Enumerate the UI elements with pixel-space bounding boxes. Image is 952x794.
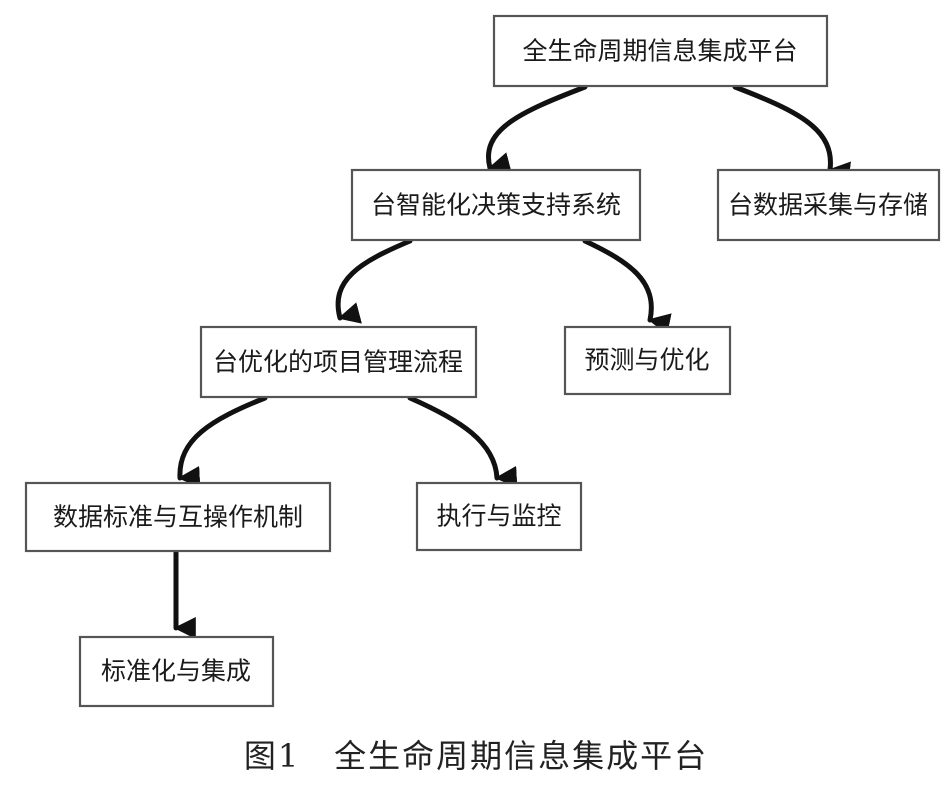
- node-data-standard: 数据标准与互操作机制: [24, 481, 332, 553]
- node-execution: 执行与监控: [415, 481, 583, 552]
- edge-project-management-to-data-standard: [177, 395, 268, 488]
- edge-root-to-decision-support: [486, 84, 588, 174]
- node-project-management: 台优化的项目管理流程: [199, 325, 478, 399]
- node-prediction: 预测与优化: [563, 325, 732, 396]
- node-prediction-label: 预测与优化: [584, 346, 709, 375]
- node-standardization: 标准化与集成: [78, 635, 275, 708]
- node-root: 全生命周期信息集成平台: [492, 14, 829, 88]
- node-project-management-label: 台优化的项目管理流程: [213, 348, 463, 377]
- node-decision-support-label: 台智能化决策支持系统: [371, 191, 621, 220]
- figure-caption: 图1 全生命周期信息集成平台: [243, 737, 709, 775]
- node-data-collection: 台数据采集与存储: [716, 168, 941, 242]
- node-root-label: 全生命周期信息集成平台: [522, 37, 797, 66]
- node-data-collection-label: 台数据采集与存储: [728, 191, 928, 220]
- node-data-standard-label: 数据标准与互操作机制: [53, 503, 303, 532]
- edge-root-to-data-collection: [732, 84, 852, 184]
- node-decision-support: 台智能化决策支持系统: [350, 168, 642, 242]
- edge-decision-support-to-prediction: [582, 238, 672, 335]
- edge-decision-support-to-project-management: [335, 238, 413, 324]
- node-standardization-label: 标准化与集成: [101, 657, 251, 686]
- edge-project-management-to-execution: [407, 395, 518, 488]
- node-execution-label: 执行与监控: [436, 502, 561, 531]
